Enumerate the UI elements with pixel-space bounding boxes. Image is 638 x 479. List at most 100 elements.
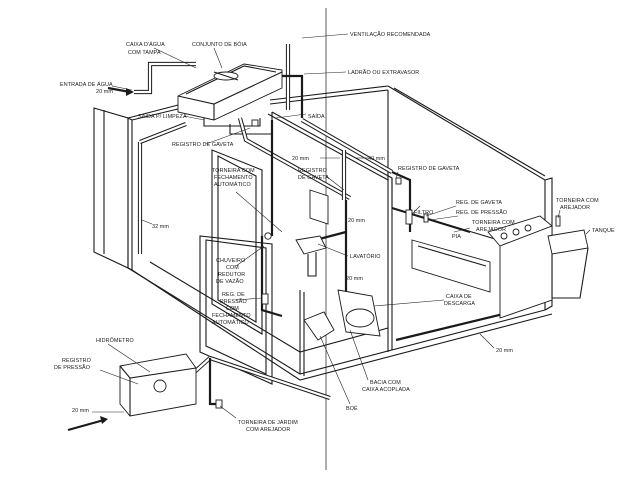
label-20mm-floor: 20 mm xyxy=(496,348,513,354)
label-20mm-b: 20 mm xyxy=(348,218,365,224)
label-registro-pressao-1: REGISTRO xyxy=(62,358,91,364)
burner-icon xyxy=(500,232,508,240)
mirror-cabinet xyxy=(309,189,329,225)
label-torneira-jardim-1: TORNEIRA DE JARDIM xyxy=(238,420,298,426)
label-reg-pressao-fech-2: PRESSÃO xyxy=(220,298,247,305)
label-ladrao: LADRÃO OU EXTRAVASOR xyxy=(348,69,419,76)
right-wall-top-2 xyxy=(393,87,546,177)
label-registro-pressao-2: DE PRESSÃO xyxy=(54,364,90,371)
left-wall-thickness xyxy=(127,117,133,271)
gate-valve-icon xyxy=(395,177,402,185)
label-chuveiro-4: DE VAZÃO xyxy=(216,278,244,285)
label-20mm-inlet: 20 mm xyxy=(72,408,89,414)
float-arm xyxy=(213,71,239,81)
label-torneira-arejador-1: TORNEIRA COM xyxy=(472,220,515,226)
tank-body xyxy=(177,63,283,121)
label-tanque: TANQUE xyxy=(592,228,615,234)
tank-lid xyxy=(185,65,277,95)
label-registro-gaveta-top: REGISTRO DE GAVETA xyxy=(172,142,234,148)
label-caixa-descarga-2: DESCARGA xyxy=(444,301,475,307)
label-40mm: 40 mm xyxy=(368,156,385,162)
flow-arrows xyxy=(67,86,134,432)
label-chuveiro-3: REDUTOR xyxy=(218,272,245,278)
garden-tap-icon xyxy=(215,399,223,409)
laundry-tank-icon xyxy=(547,229,589,255)
back-wall-top-left xyxy=(127,103,183,119)
garden-tap-pipe xyxy=(208,358,218,406)
label-caixa-agua-2: COM TAMPA xyxy=(128,50,161,56)
shower-box-inner xyxy=(205,239,267,375)
shower-box xyxy=(199,235,273,385)
leader-lines xyxy=(92,33,591,419)
label-reg-pressao-fech-1: REG. DE xyxy=(222,292,245,298)
kitchen-sink-rim xyxy=(417,245,487,267)
label-conjunto-boia: CONJUNTO DE BÓIA xyxy=(192,41,247,48)
gate-valve-icon xyxy=(251,119,259,127)
shower-supply xyxy=(260,236,283,318)
bathroom-door xyxy=(211,149,263,335)
shower-valve-icon xyxy=(261,293,269,305)
toilet-bowl-icon xyxy=(303,311,335,341)
label-torneira-arejador-right-2: AREJADOR xyxy=(560,205,590,211)
callout-labels: VENTILAÇÃO RECOMENDADA CONJUNTO DE BÓIA … xyxy=(54,31,615,433)
label-lavatorio: LAVATÓRIO xyxy=(350,253,381,260)
label-caixa-descarga-1: CAIXA DE xyxy=(446,294,472,300)
burner-icon xyxy=(512,228,520,236)
label-hidrometro: HIDRÔMETRO xyxy=(96,337,134,344)
arrow-head-icon xyxy=(100,416,108,424)
label-registro-mid-2: DE GAVETA xyxy=(298,175,329,181)
gate-valve-icon xyxy=(423,213,429,223)
label-32mm: 32 mm xyxy=(152,224,169,230)
label-chuveiro-2: COM xyxy=(226,265,239,271)
label-torneira-arejador-2: AREJADOR xyxy=(476,227,506,233)
label-ventilacao: VENTILAÇÃO RECOMENDADA xyxy=(350,31,431,38)
label-reg-pressao: REG. DE PRESSÃO xyxy=(456,209,507,216)
label-bacia-2: CAIXA ACOPLADA xyxy=(362,387,410,393)
label-registro-gaveta-right: REGISTRO DE GAVETA xyxy=(398,166,460,172)
arrow-head-icon xyxy=(126,88,134,96)
water-tank xyxy=(177,63,283,135)
burner-icon xyxy=(524,224,532,232)
label-reg-pressao-fech-5: AUTOMÁTICO xyxy=(212,319,249,326)
counter-cabinet xyxy=(499,225,553,319)
kitchen-sink-icon xyxy=(411,239,491,293)
floor-pipe-right xyxy=(395,308,521,342)
label-reg-pressao-fech-3: COM xyxy=(226,306,239,312)
lavatory-sink-icon xyxy=(295,235,327,255)
label-torneira-fech-2: FECHAMENTO xyxy=(214,175,253,181)
label-pia: PIA xyxy=(452,234,461,240)
label-entrada-mm: 20 mm xyxy=(96,89,113,95)
left-back-panel xyxy=(93,107,129,269)
label-torneira-arejador-right-1: TORNEIRA COM xyxy=(556,198,599,204)
overflow-pipe xyxy=(282,74,304,118)
label-reg-pressao-fech-4: FECHAMENTO xyxy=(212,313,251,319)
fixtures xyxy=(119,119,589,417)
inlet-pipe-top xyxy=(134,61,196,95)
filter-icon xyxy=(405,209,413,225)
label-entrada-agua: ENTRADA DE ÁGUA xyxy=(60,81,113,88)
toilet-seat-icon xyxy=(345,308,375,328)
label-20mm-a: 20 mm xyxy=(292,156,309,162)
shower-head-icon xyxy=(264,232,272,240)
hydrometer-icon xyxy=(153,379,167,393)
label-filtro: FILTRO xyxy=(414,210,433,216)
tank-support xyxy=(203,118,261,127)
label-chuveiro-1: CHUVEIRO xyxy=(216,258,245,264)
floor-front-edge-2 xyxy=(131,269,553,381)
lavatory-pedestal xyxy=(307,252,317,277)
bathroom-door-inner xyxy=(217,155,257,323)
door-frames xyxy=(199,149,273,385)
label-registro-mid-1: REGISTRO xyxy=(298,168,327,174)
tank-support-2 xyxy=(229,124,272,135)
label-boe: BOÉ xyxy=(346,405,358,412)
label-torneira-fech-3: AUTOMÁTICO xyxy=(214,181,251,188)
label-reg-gaveta-2: REG. DE GAVETA xyxy=(456,200,502,206)
label-bacia-1: BACIA COM xyxy=(370,380,401,386)
label-20mm-c-top: 20 mm xyxy=(346,276,363,282)
label-torneira-jardim-2: COM AREJADOR xyxy=(246,427,290,433)
inlet-arrow xyxy=(67,418,105,432)
label-saida-limpeza: SAÍDA P/ LIMPEZA xyxy=(138,113,187,120)
laundry-tank-base xyxy=(551,247,589,299)
